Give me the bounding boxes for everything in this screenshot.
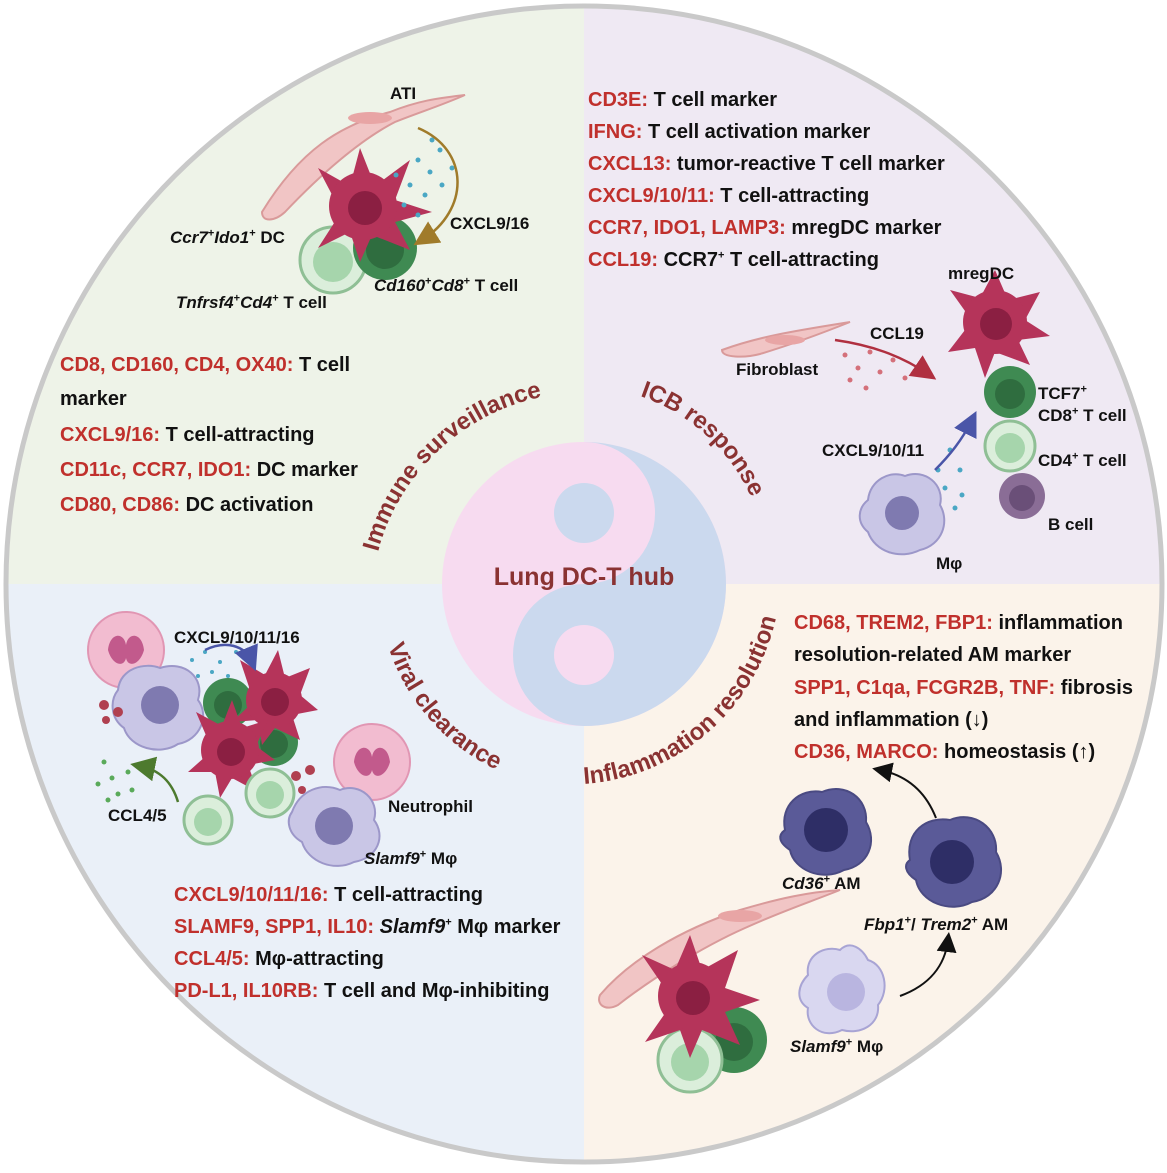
dendritic-cell-icon — [232, 650, 318, 745]
marker-line: CD68, TREM2, FBP1: inflammation — [794, 612, 1123, 634]
label-b-cell: B cell — [1048, 515, 1094, 534]
marker-line: CXCL9/10/11/16: T cell-attracting — [174, 884, 484, 906]
neutrophil-icon — [333, 723, 411, 801]
dendritic-cell-icon — [642, 935, 760, 1058]
chemokine-arrow — [204, 643, 258, 672]
marker-line: CD8, CD160, CD4, OX40: T cell — [60, 354, 351, 376]
label-cd8-t: CD8+ T cell — [1038, 405, 1127, 425]
marker-line: CD80, CD86: DC activation — [60, 494, 314, 516]
chemokine-dots — [95, 759, 135, 803]
marker-line: CD3E: T cell marker — [588, 89, 777, 111]
marker-line: CCL19: CCR7+ T cell-attracting — [588, 249, 879, 271]
label-fibroblast: Fibroblast — [736, 360, 819, 379]
label-ccl19: CCL19 — [870, 324, 924, 343]
marker-line: CD36, MARCO: homeostasis (↑) — [794, 741, 1096, 763]
t-cell-icon — [656, 1026, 724, 1094]
label-ccl4-5: CCL4/5 — [108, 806, 167, 825]
marker-line: CXCL9/16: T cell-attracting — [60, 424, 315, 446]
hub-title: Lung DC-T hub — [493, 563, 675, 591]
marker-line: SLAMF9, SPP1, IL10: Slamf9+ Mφ marker — [174, 916, 561, 938]
virus-particles — [99, 700, 315, 794]
marker-line: CD11c, CCR7, IDO1: DC marker — [60, 459, 358, 481]
label-cxcl9-10-11-16: CXCL9/10/11/16 — [174, 628, 300, 647]
dendritic-cell-icon — [188, 700, 275, 798]
chemokine-arrow — [934, 411, 977, 471]
macrophage-icon — [858, 473, 946, 556]
marker-line: CXCL9/10/11: T cell-attracting — [588, 185, 870, 207]
marker-line: IFNG: T cell activation marker — [588, 121, 871, 143]
label-cd36-am: Cd36+ AM — [782, 873, 861, 893]
chemokine-arrow — [413, 126, 459, 246]
label-neutrophil: Neutrophil — [388, 797, 473, 816]
label-cxcl9-10-11: CXCL9/10/11 — [822, 441, 925, 460]
macrophage-icon — [287, 786, 381, 867]
t-cell-icon — [244, 767, 296, 819]
chemokine-arrow — [834, 338, 937, 380]
outer-ring — [3, 3, 1165, 1165]
fibroblast-icon — [260, 94, 466, 221]
label-mregdc: mregDC — [948, 264, 1015, 283]
macrophage-icon — [905, 816, 1002, 908]
macrophage-icon — [111, 664, 205, 751]
macrophage-icon — [798, 944, 886, 1035]
marker-line: CCL4/5: Mφ-attracting — [174, 948, 384, 970]
marker-line: resolution-related AM marker — [794, 644, 1072, 666]
t-cell-icon — [984, 366, 1036, 418]
differentiation-arrow — [872, 762, 937, 819]
chemokine-arrow — [130, 756, 180, 803]
dendritic-cell-icon — [318, 148, 432, 262]
label-cd160-cd8-t: Cd160+Cd8+ T cell — [374, 275, 519, 295]
fibroblast-icon — [598, 889, 841, 1009]
t-cell-icon — [983, 419, 1037, 473]
label-tcf7: TCF7+ — [1038, 383, 1087, 403]
marker-line: SPP1, C1qa, FCGR2B, TNF: fibrosis — [794, 677, 1133, 699]
differentiation-arrow — [899, 932, 957, 997]
marker-line: and inflammation (↓) — [794, 709, 989, 731]
marker-line: marker — [60, 388, 127, 410]
label-macrophage: Mφ — [936, 554, 963, 573]
b-cell-icon — [999, 473, 1045, 519]
macrophage-icon — [779, 787, 872, 876]
chemokine-dots — [393, 137, 455, 231]
t-cell-icon — [298, 225, 368, 295]
label-tnfrsf4-cd4-t: Tnfrsf4+Cd4+ T cell — [176, 292, 327, 312]
label-slamf9-macrophage: Slamf9+ Mφ — [364, 848, 458, 868]
label-cxcl9-16: CXCL9/16 — [450, 214, 530, 233]
label-slamf9-macrophage: Slamf9+ Mφ — [790, 1036, 884, 1056]
yin-yang-icon — [442, 442, 726, 726]
fibroblast-icon — [720, 321, 851, 358]
dendritic-cell-icon — [948, 270, 1050, 378]
label-ccr7-ido1-dc: Ccr7+Ido1+ DC — [170, 227, 285, 247]
marker-line: CCR7, IDO1, LAMP3: mregDC marker — [588, 217, 942, 239]
marker-line: CXCL13: tumor-reactive T cell marker — [588, 153, 945, 175]
marker-line: PD-L1, IL10RB: T cell and Mφ-inhibiting — [174, 980, 550, 1002]
chemokine-dots — [842, 349, 908, 391]
t-cell-icon — [182, 794, 234, 846]
label-ati: ATI — [390, 84, 417, 103]
label-fbp1-trem2-am: Fbp1+/ Trem2+ AM — [864, 914, 1009, 934]
label-cd4-t: CD4+ T cell — [1038, 450, 1127, 470]
